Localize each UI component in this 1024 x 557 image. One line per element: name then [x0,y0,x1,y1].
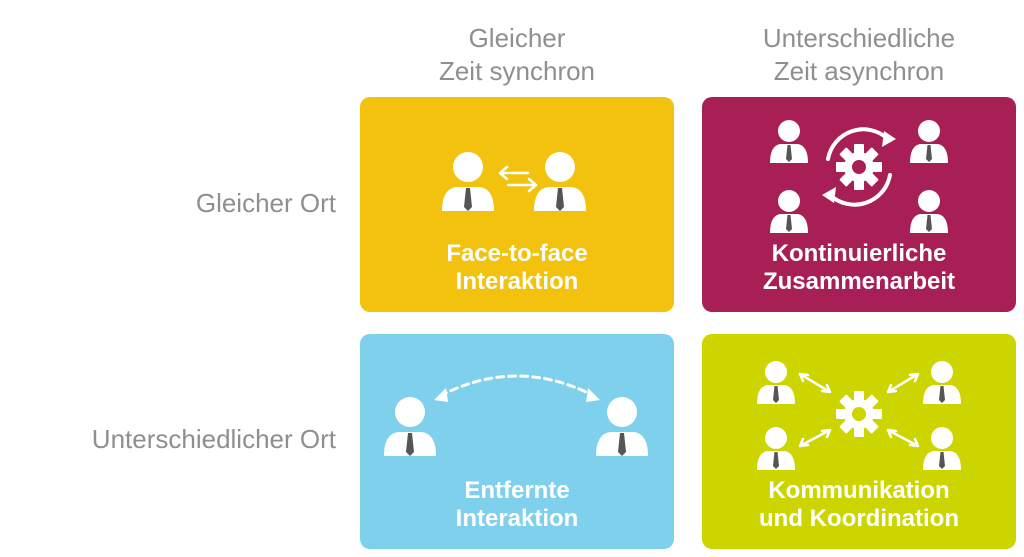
persons-cycle-gear-icon [770,120,948,233]
column-header-same-time: Gleicher Zeit synchron [360,22,674,88]
quadrant-label: Entfernte Interaktion [360,477,674,533]
person-icon [910,120,948,163]
quadrant-label: Face-to-face Interaktion [360,240,674,296]
quadrant-label-line2: Interaktion [455,505,579,532]
quadrant-remote-interaction: Entfernte Interaktion [360,334,674,549]
quadrant-label-line1: Entfernte [464,477,570,504]
person-icon [923,361,961,404]
person-icon [770,120,808,163]
person-icon [384,397,436,456]
person-icon [534,152,586,211]
gear-hole [852,407,866,421]
column-header-line1: Unterschiedliche [762,23,956,53]
person-icon [757,427,795,470]
person-icon [757,361,795,404]
quadrant-face-to-face: Face-to-face Interaktion [360,97,674,312]
quadrant-label: Kommunikation und Koordination [702,477,1016,533]
two-persons-exchange-icon [442,152,586,211]
quadrant-communication-coordination: Kommunikation und Koordination [702,334,1016,549]
quadrant-label-line1: Kontinuierliche [771,240,947,267]
person-icon [923,427,961,470]
column-header-different-time: Unterschiedliche Zeit asynchron [702,22,1016,88]
column-header-line1: Gleicher [468,23,566,53]
column-header-line2: Zeit synchron [438,56,596,86]
column-header-line2: Zeit asynchron [773,56,945,86]
quadrant-label-line2: Interaktion [455,268,579,295]
gear-hole [852,160,866,174]
persons-gear-arrows-icon [757,361,961,470]
quadrant-continuous-collaboration: Kontinuierliche Zusammenarbeit [702,97,1016,312]
quadrant-label-line1: Face-to-face [446,240,588,267]
quadrant-label-line1: Kommunikation [768,477,950,504]
person-icon [596,397,648,456]
person-icon [770,190,808,233]
row-header-different-place: Unterschiedlicher Ort [91,424,336,454]
quadrant-label-line2: und Koordination [759,505,959,532]
row-header-same-place: Gleicher Ort [195,188,336,218]
person-icon [442,152,494,211]
quadrant-label: Kontinuierliche Zusammenarbeit [702,240,1016,296]
quadrant-label-line2: Zusammenarbeit [762,268,956,295]
two-persons-dashed-arc-icon [384,374,648,456]
person-icon [910,190,948,233]
